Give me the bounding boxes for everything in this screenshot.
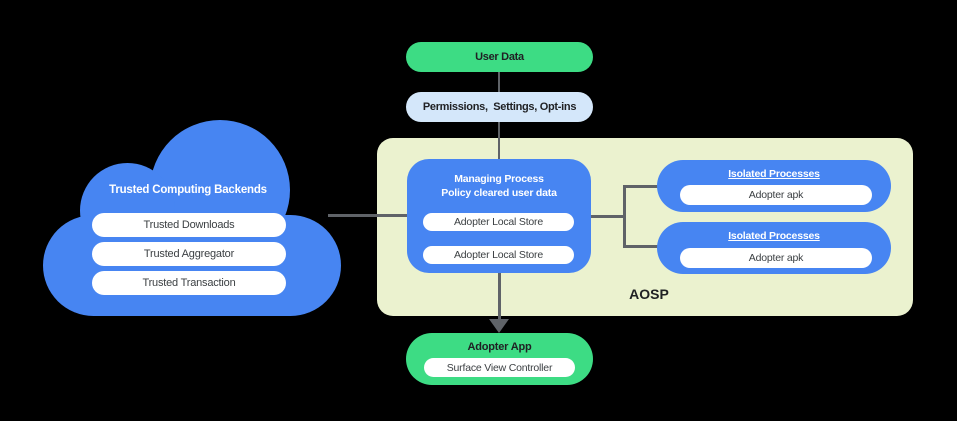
connector-managing-adopterapp [498,272,501,320]
trusted-computing-cloud: Trusted Computing Backends Trusted Downl… [43,120,341,316]
managing-process-title: Managing Process Policy cleared user dat… [407,172,591,200]
adopter-local-store-label: Adopter Local Store [453,249,543,261]
user-data-label: User Data [475,51,524,63]
surface-view-controller-label: Surface View Controller [446,361,553,374]
connector-permissions-managing [498,122,500,160]
connector-managing-branch [590,215,626,218]
adopter-local-store-label: Adopter Local Store [453,216,543,228]
adopter-apk-label: Adopter apk [748,189,804,201]
cloud-item-trusted-aggregator: Trusted Aggregator [92,242,286,266]
adopter-app-title: Adopter App [467,341,532,353]
managing-title-line1: Managing Process [454,173,544,185]
user-data-node: User Data [406,42,593,72]
isolated-processes-title: Isolated Processes [728,168,820,180]
cloud-title: Trusted Computing Backends [109,184,267,196]
isolated-processes-node-2: Isolated Processes Adopter apk [657,222,891,274]
managing-process-node: Managing Process Policy cleared user dat… [407,159,591,273]
isolated-processes-node-1: Isolated Processes Adopter apk [657,160,891,212]
managing-title-line2: Policy cleared user data [441,187,557,200]
surface-view-controller-pill: Surface View Controller [424,358,575,377]
connector-branch-isolated-2 [623,245,659,248]
cloud-item-trusted-transaction: Trusted Transaction [92,271,286,295]
cloud-item-trusted-downloads: Trusted Downloads [92,213,286,237]
adopter-app-node: Adopter App Surface View Controller [406,333,593,385]
arrow-down-icon [489,319,509,333]
adopter-apk-pill: Adopter apk [680,185,872,205]
cloud-item-label: Trusted Transaction [142,277,236,289]
isolated-processes-title: Isolated Processes [728,230,820,242]
adopter-local-store-pill: Adopter Local Store [423,213,574,231]
branch-vertical-line [623,185,626,248]
permissions-label: Permissions, Settings, Opt-ins [422,101,577,113]
adopter-apk-label: Adopter apk [748,252,804,264]
adopter-apk-pill: Adopter apk [680,248,872,268]
cloud-item-label: Trusted Aggregator [143,248,235,260]
adopter-local-store-pill: Adopter Local Store [423,246,574,264]
cloud-item-label: Trusted Downloads [143,219,235,231]
connector-userdata-permissions [498,72,500,93]
connector-branch-isolated-1 [623,185,659,188]
aosp-label: AOSP [629,286,669,302]
permissions-node: Permissions, Settings, Opt-ins [406,92,593,122]
connector-cloud-managing [328,214,410,217]
